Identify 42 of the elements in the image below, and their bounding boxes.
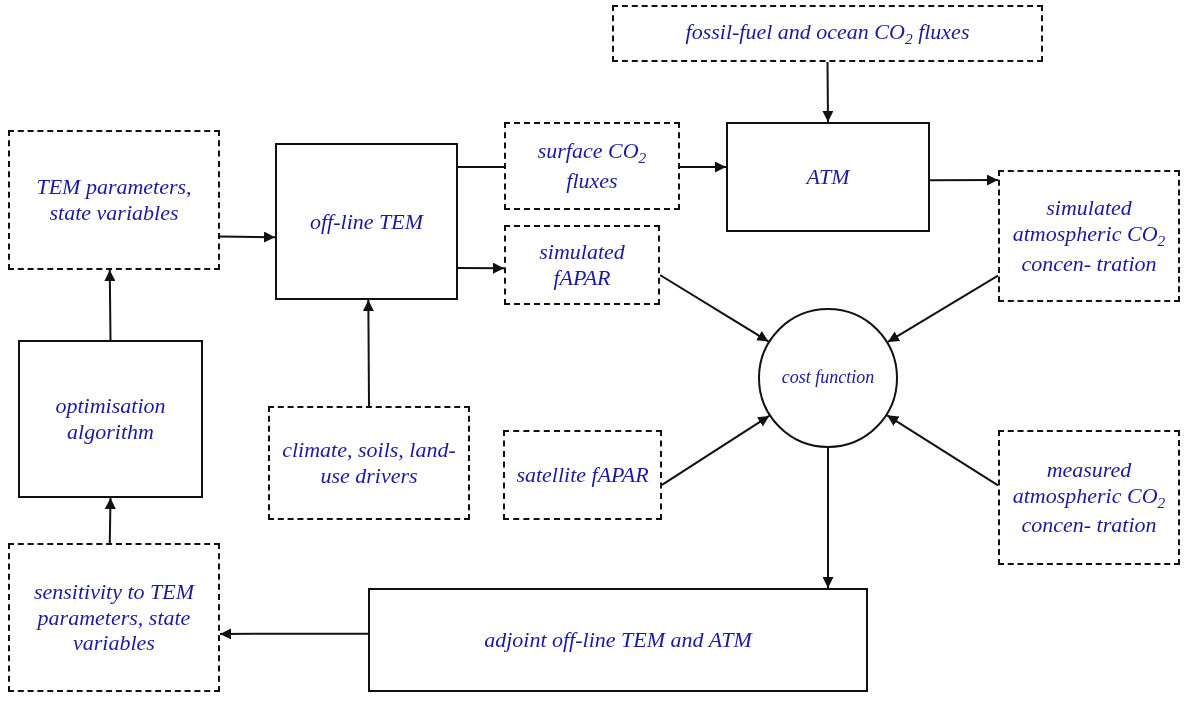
process-box: [368, 588, 868, 692]
node-text: sensitivity to TEM parameters, state variables: [32, 577, 196, 658]
node-text: satellite fAPAR: [515, 461, 650, 489]
node-text: optimisation algorithm: [54, 392, 167, 446]
arrow: [219, 628, 369, 640]
process-box: [18, 340, 203, 498]
arrow: [822, 61, 834, 123]
arrow: [362, 299, 374, 407]
arrow: [219, 231, 276, 243]
node-text: simulated atmospheric CO$_{2}$ concen- tration: [1011, 194, 1167, 278]
node-text: adjoint off-line TEM and ATM: [483, 626, 754, 654]
arrow: [886, 414, 999, 487]
dashed-box: [268, 406, 470, 520]
dashed-box: [503, 430, 662, 520]
node-text: fossil-fuel and ocean CO$_{2}$ fluxes: [684, 17, 971, 50]
arrow: [886, 274, 999, 343]
node-text: measured atmospheric CO$_{2}$ concen- tration: [1011, 455, 1167, 540]
arrow: [659, 274, 770, 343]
process-box: [726, 122, 930, 232]
node-text: TEM parameters, state variables: [35, 173, 193, 227]
dashed-box: [8, 130, 220, 270]
dashed-box: [8, 543, 220, 692]
node-text: surface CO$_{2}$ fluxes: [536, 137, 648, 195]
dashed-box: [504, 225, 660, 305]
connector-line: [457, 165, 505, 168]
dashed-box: [612, 5, 1043, 62]
arrow: [104, 497, 116, 544]
dashed-box: [998, 170, 1180, 302]
arrow: [929, 174, 999, 186]
arrow: [679, 161, 727, 173]
node-text: climate, soils, land-use drivers: [281, 436, 457, 490]
dashed-box: [504, 122, 680, 210]
node-text: simulated fAPAR: [538, 238, 626, 292]
arrow: [104, 269, 116, 341]
arrow: [822, 447, 834, 589]
process-box: [275, 143, 458, 300]
dashed-box: [998, 430, 1180, 565]
node-text: cost function: [780, 366, 876, 390]
node-text: off-line TEM: [308, 207, 425, 236]
node-text: ATM: [804, 163, 852, 191]
arrow: [457, 262, 505, 274]
arrow: [661, 414, 771, 486]
